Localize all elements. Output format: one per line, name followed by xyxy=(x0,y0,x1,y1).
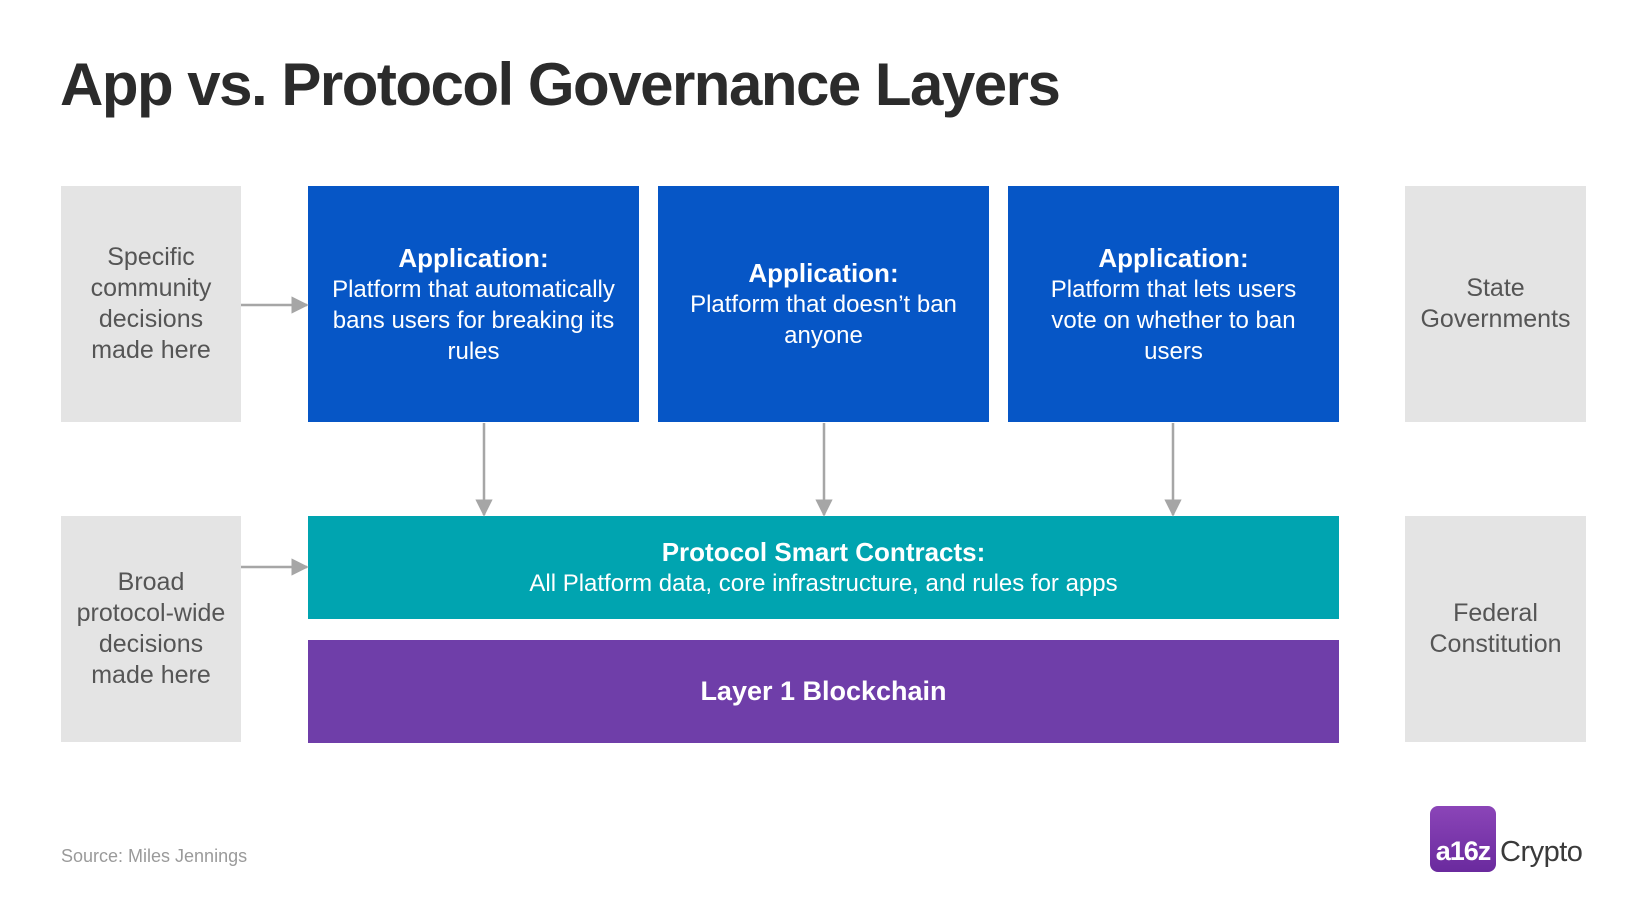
layer1-blockchain-box: Layer 1 Blockchain xyxy=(308,640,1339,743)
application-description: Platform that lets users vote on whether… xyxy=(1050,275,1297,365)
application-box-no-ban: Application: Platform that doesn’t ban a… xyxy=(658,186,989,422)
protocol-decisions-label: Broad protocol-wide decisions made here xyxy=(76,568,226,689)
application-heading: Application: xyxy=(1098,242,1249,273)
state-governments-box: State Governments xyxy=(1405,186,1586,422)
a16z-crypto-logo: a16z Crypto xyxy=(1430,806,1592,872)
application-heading: Application: xyxy=(748,258,899,288)
protocol-description: All Platform data, core infrastructure, … xyxy=(529,570,1118,597)
application-description: Platform that automatically bans users f… xyxy=(332,275,615,365)
layer1-label: Layer 1 Blockchain xyxy=(700,676,947,706)
application-box-vote-ban: Application: Platform that lets users vo… xyxy=(1008,186,1339,422)
protocol-heading: Protocol Smart Contracts: xyxy=(661,537,986,567)
state-governments-label: State Governments xyxy=(1420,274,1571,333)
page-title: App vs. Protocol Governance Layers xyxy=(60,51,1061,118)
application-description: Platform that doesn’t ban anyone xyxy=(690,291,957,349)
community-decisions-box: Specific community decisions made here xyxy=(61,186,241,422)
logo-mark: a16z xyxy=(1430,806,1496,872)
application-box-auto-ban: Application: Platform that automatically… xyxy=(308,186,639,422)
application-heading: Application: xyxy=(398,242,549,273)
protocol-smart-contracts-box: Protocol Smart Contracts: All Platform d… xyxy=(308,516,1339,619)
logo-mark-text: a16z xyxy=(1435,836,1492,866)
community-decisions-label: Specific community decisions made here xyxy=(90,243,212,364)
federal-constitution-box: Federal Constitution xyxy=(1405,516,1586,742)
federal-constitution-label: Federal Constitution xyxy=(1429,599,1562,658)
logo-wordmark: Crypto xyxy=(1500,836,1583,868)
source-credit: Source: Miles Jennings xyxy=(61,846,248,866)
protocol-decisions-box: Broad protocol-wide decisions made here xyxy=(61,516,241,742)
